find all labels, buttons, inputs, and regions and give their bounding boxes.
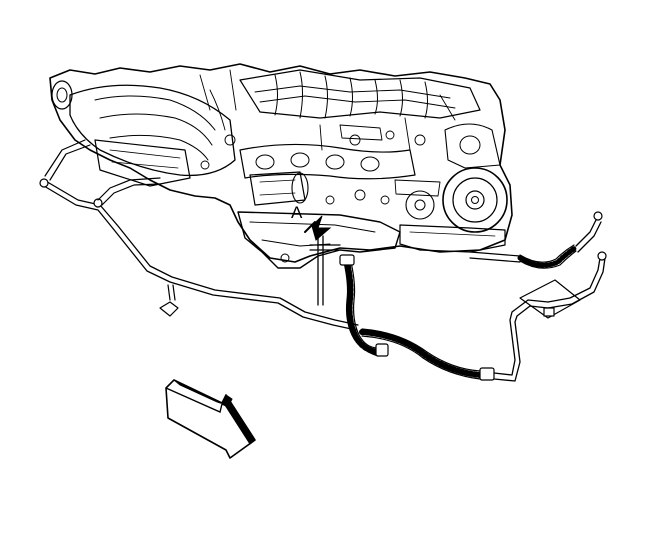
engine-transmission-assembly-icon	[49, 63, 513, 269]
callout-label: A	[291, 203, 303, 222]
transmission-cooler-line-icon	[39, 139, 607, 382]
callout-arrow-icon	[304, 215, 332, 241]
front-direction-arrow-icon	[165, 379, 256, 459]
